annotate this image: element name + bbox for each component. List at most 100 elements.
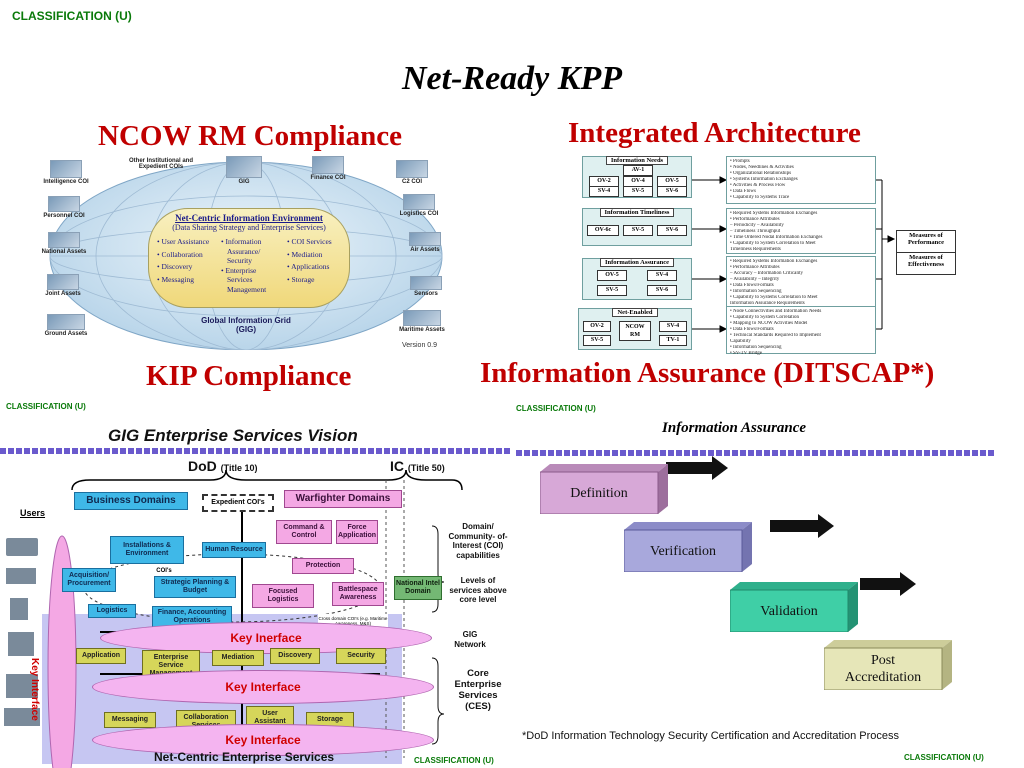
cois-label: COI's — [152, 566, 176, 576]
sat-joint: Joint Assets — [38, 274, 88, 297]
ia-list-1: • Prompts• Nodes, Needlines & Activities… — [726, 156, 876, 204]
nce-item: • Messaging — [157, 274, 194, 284]
ia-group-assurance: Information Assurance OV-5 SV-4 SV-5 SV-… — [582, 258, 692, 300]
gig-network-label: GIG Network — [454, 630, 486, 649]
key-interface-vertical: Key Interface — [29, 658, 40, 721]
levels-label: Levels of services above core level — [449, 576, 507, 604]
domain-coi-label: Domain/ Community- of-Interest (COI) cap… — [448, 522, 508, 560]
human-resource-box: Human Resource — [202, 542, 266, 558]
ces-label: Core Enterprise Services (CES) — [454, 668, 502, 712]
measures-performance: Measures of Performance — [896, 230, 956, 253]
ia-box: SV-5 — [623, 186, 653, 197]
slide-title: Net-Ready KPP — [402, 60, 622, 97]
service-messaging: Messaging — [104, 712, 156, 728]
sat-finance: Finance COI — [304, 156, 352, 181]
classification-bottom-left: CLASSIFICATION (U) — [414, 756, 494, 765]
ditscap-footnote: *DoD Information Technology Security Cer… — [522, 730, 900, 742]
focused-logistics-box: Focused Logistics — [252, 584, 314, 608]
sat-national: National Assets — [36, 232, 92, 255]
nce-col-3: • COI Services • Mediation • Application… — [287, 237, 332, 284]
ia-group-net-enabled: Net-Enabled OV-2 NCOW RM SV-4 SV-5 TV-1 — [578, 308, 692, 350]
ia-group-timeliness: Information Timeliness OV-6c SV-5 SV-6 — [582, 208, 692, 246]
ia-box: SV-6 — [657, 225, 687, 236]
step-validation: Validation — [730, 582, 858, 632]
version-label: Version 0.9 — [402, 342, 438, 349]
ncow-heading: NCOW RM Compliance — [98, 120, 402, 152]
kip-heading: KIP Compliance — [146, 360, 352, 392]
nce-item: Assurance/ — [227, 246, 261, 256]
nce-box: Net-Centric Information Environment (Dat… — [148, 208, 350, 308]
classification-mid-right: CLASSIFICATION (U) — [516, 404, 596, 413]
sat-c2: C2 COI — [390, 160, 434, 185]
nce-subtitle: (Data Sharing Strategy and Enterprise Se… — [172, 223, 326, 232]
gig-stripe — [0, 448, 512, 454]
classification-top: CLASSIFICATION (U) — [12, 9, 132, 23]
ia-box: SV-4 — [659, 321, 687, 332]
sat-air: Air Assets — [400, 232, 450, 253]
nce-item: • Enterprise — [221, 265, 257, 275]
step-post-accreditation: Post Accreditation — [824, 640, 952, 690]
nce-item: • Information — [221, 237, 262, 246]
nce-item: Security — [227, 256, 252, 265]
ia-box: SV-5 — [597, 285, 627, 296]
sat-intel: Intelligence COI — [38, 160, 94, 185]
step-definition: Definition — [540, 464, 668, 514]
ia-list-3: • Required Systems Information Exchanges… — [726, 256, 876, 308]
dod-label: DoD (Title 10) — [188, 458, 258, 474]
service-discovery: Discovery — [270, 648, 320, 664]
ia-box: AV-1 — [623, 165, 653, 176]
key-interface-band-2: Key Interface — [92, 670, 434, 704]
ia-diagram: Information Needs AV-1 OV-2 OV-4 OV-5 SV… — [570, 154, 984, 356]
ditscap-arrows — [666, 456, 916, 596]
ia-box: OV-2 — [583, 321, 611, 332]
nce-col-1: • User Assistance • Collaboration • Disc… — [157, 237, 209, 284]
nce-item: • Mediation — [287, 249, 323, 259]
acquisition-box: Acquisition/ Procurement — [62, 568, 116, 592]
service-application: Application — [76, 648, 126, 664]
nce-col-2: • Information Assurance/ Security • Ente… — [221, 237, 266, 294]
sat-maritime: Maritime Assets — [394, 310, 450, 333]
users-label: Users — [20, 508, 46, 518]
classification-mid-left: CLASSIFICATION (U) — [6, 402, 86, 411]
ia-box: TV-1 — [659, 335, 687, 346]
nce-item: • Discovery — [157, 262, 193, 271]
gig-vision-diagram: GIG Enterprise Services Vision — [0, 418, 512, 768]
ditscap-subheading: Information Assurance — [662, 420, 807, 436]
ic-label: IC (Title 50) — [390, 458, 445, 474]
measures-effectiveness: Measures of Effectiveness — [896, 252, 956, 275]
protection-box: Protection — [292, 558, 354, 574]
sat-sensors: Sensors — [406, 276, 446, 297]
battlespace-box: Battlespace Awareness — [332, 582, 384, 606]
strategic-box: Strategic Planning & Budget — [154, 576, 236, 598]
classification-bottom-right: CLASSIFICATION (U) — [904, 753, 984, 762]
sat-other-cois: Other Institutional and Expedient COIs — [129, 158, 193, 170]
ia-box: NCOW RM — [619, 321, 651, 341]
gig-label: Global Information Grid(GIG) — [201, 316, 291, 334]
ia-box: SV-4 — [647, 270, 677, 281]
nce-item: Services — [227, 275, 253, 284]
national-intel-box: National Intel Domain — [394, 576, 442, 600]
step-verification: Verification — [624, 522, 752, 572]
gig-vision-title: GIG Enterprise Services Vision — [108, 426, 358, 445]
ia-box: SV-6 — [657, 186, 687, 197]
service-security: Security — [336, 648, 386, 664]
logistics-box: Logistics — [88, 604, 136, 618]
ditscap-heading: Information Assurance (DITSCAP*) — [480, 357, 935, 389]
command-control-box: Command & Control — [276, 520, 332, 544]
nce-item: • User Assistance — [157, 237, 210, 246]
ia-box: OV-6c — [587, 225, 619, 236]
ditscap-stripe — [516, 450, 994, 456]
ia-list-2: • Required Systems Information Exchanges… — [726, 208, 876, 254]
expedient-cois: Expedient COI's — [202, 494, 274, 512]
nce-title: Net-Centric Information Environment — [175, 213, 323, 223]
nce-item: • Applications — [287, 262, 330, 271]
ia-box: SV-5 — [583, 335, 611, 346]
sat-gig: GIG — [222, 156, 266, 185]
nce-item: • COI Services — [287, 237, 332, 246]
ia-box: SV-5 — [623, 225, 653, 236]
sat-personnel: Personnel COI — [36, 196, 92, 219]
installations-box: Installations & Environment — [110, 536, 184, 564]
business-domains: Business Domains — [74, 492, 188, 510]
ncow-globe-panel: Net-Centric Information Environment (Dat… — [36, 156, 456, 350]
force-application-box: Force Application — [336, 520, 378, 544]
